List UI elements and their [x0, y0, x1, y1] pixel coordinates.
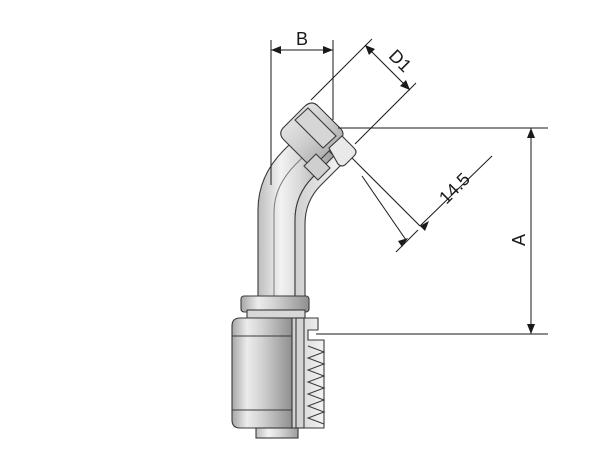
- ferrule: [231, 317, 293, 429]
- hose-serrations: [306, 345, 326, 425]
- dimension-lines: [270, 38, 548, 335]
- dimension-label-b: B: [296, 29, 308, 49]
- stem-bore-line: [273, 141, 319, 298]
- dimension-label-offset: 14.5: [435, 169, 474, 208]
- dimension-label-d1: D1: [385, 46, 415, 76]
- tail-end: [255, 427, 299, 439]
- swivel-nut: [280, 102, 357, 181]
- dimension-label-a: A: [509, 234, 529, 246]
- fitting-body: [231, 102, 357, 439]
